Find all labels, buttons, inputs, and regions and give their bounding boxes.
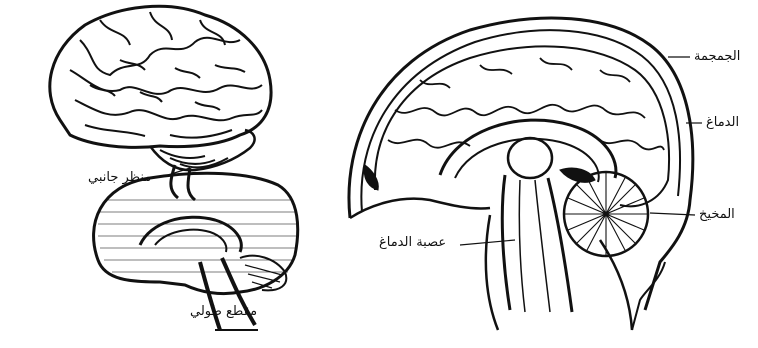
label-brain: الدماغ [706,116,739,129]
label-skull: الجمجمة [694,50,740,63]
label-lateral-view: منظر جانبي [88,171,151,184]
sagittal-section-brain [349,18,693,330]
label-longitudinal-section: مقطع طولي [190,305,257,318]
label-cerebellum: المخيخ [699,208,735,221]
label-brain-nerve: عصبة الدماغ [379,236,446,249]
lateral-view-brain [50,6,271,200]
